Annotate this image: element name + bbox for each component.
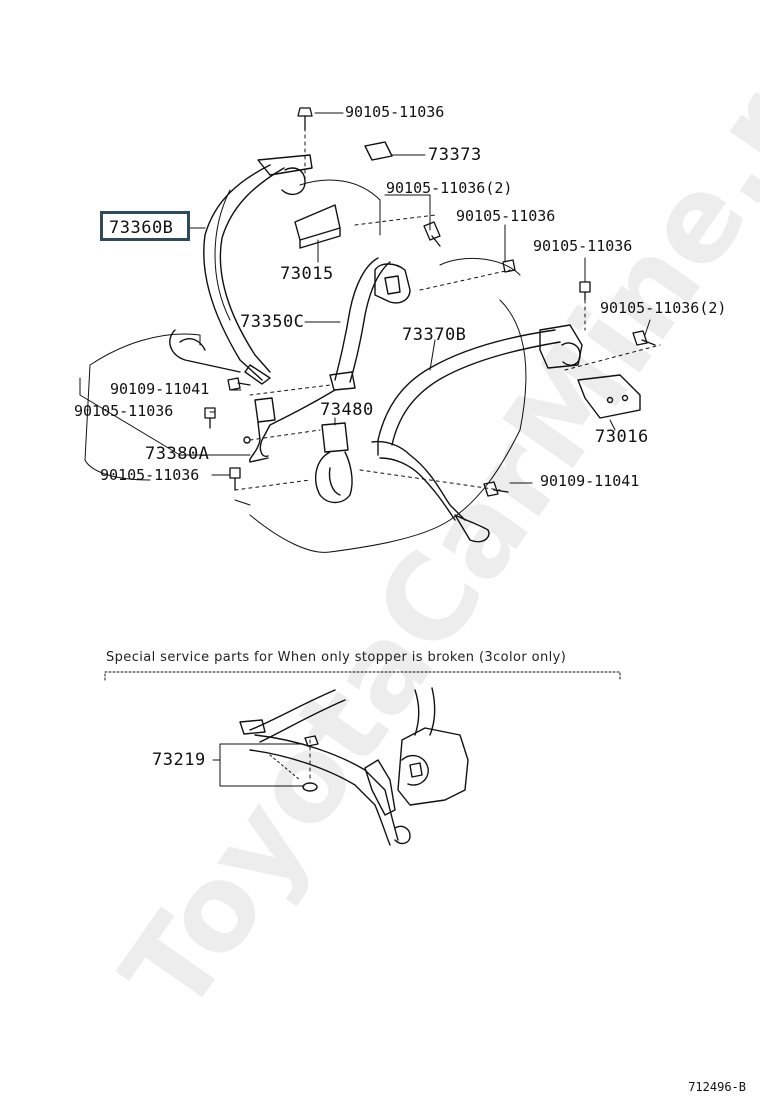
part-label-90105-11036-2a: 90105-11036(2) bbox=[386, 179, 513, 197]
part-label-90105-11036-mid: 90105-11036 bbox=[456, 207, 556, 225]
buckle-73380A bbox=[243, 397, 276, 463]
special-section-bracket bbox=[104, 671, 621, 681]
belt-73370B bbox=[371, 324, 583, 543]
special-parts-drawing bbox=[239, 687, 469, 846]
highlighted-part-73360B[interactable]: 73360B bbox=[100, 211, 190, 241]
part-label-73016: 73016 bbox=[595, 427, 649, 447]
special-service-note: Special service parts for When only stop… bbox=[106, 650, 567, 665]
part-label-90105-11036-2b: 90105-11036(2) bbox=[600, 299, 727, 317]
part-label-73219: 73219 bbox=[152, 750, 206, 770]
part-label-73480: 73480 bbox=[320, 400, 374, 420]
bracket-73219 bbox=[212, 743, 305, 787]
bracket-73015 bbox=[294, 204, 341, 249]
part-label-90105-11036-left: 90105-11036 bbox=[74, 402, 174, 420]
part-label-90109-11041-left: 90109-11041 bbox=[110, 380, 210, 398]
part-label-90105-11036-bottom: 90105-11036 bbox=[100, 466, 200, 484]
buckle-73480 bbox=[314, 422, 353, 504]
bolts bbox=[204, 107, 656, 497]
bracket-73016 bbox=[577, 374, 641, 419]
seat-outline bbox=[84, 179, 527, 553]
part-label-73360B: 73360B bbox=[109, 218, 174, 238]
plate-73373 bbox=[364, 141, 393, 161]
part-label-73350C: 73350C bbox=[240, 312, 305, 332]
belt-73360B bbox=[169, 154, 313, 385]
dashed-leaders bbox=[234, 127, 661, 781]
part-label-90109-11041-right: 90109-11041 bbox=[540, 472, 640, 490]
belt-73350C bbox=[259, 257, 411, 457]
part-label-73015: 73015 bbox=[280, 264, 334, 284]
part-label-90105-11036-top: 90105-11036 bbox=[345, 103, 445, 121]
part-label-73373: 73373 bbox=[428, 145, 482, 165]
part-label-73380A: 73380A bbox=[145, 444, 210, 464]
leader-lines bbox=[79, 112, 651, 484]
part-label-73370B: 73370B bbox=[402, 325, 467, 345]
diagram-code: 712496-B bbox=[688, 1080, 746, 1094]
part-label-90105-11036-right: 90105-11036 bbox=[533, 237, 633, 255]
